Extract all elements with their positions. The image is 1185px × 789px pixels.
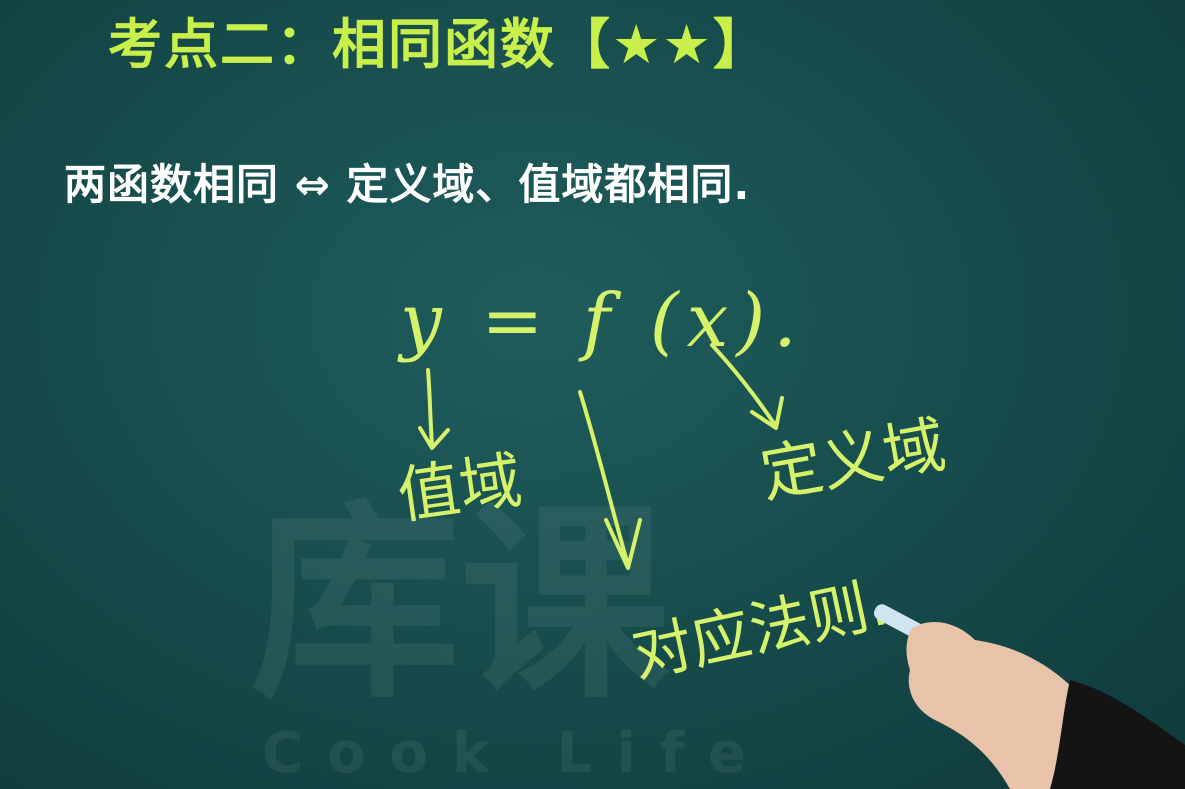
slide-statement: 两函数相同 ⇔ 定义域、值域都相同. (64, 160, 751, 209)
slide-title: 考点二：相同函数【★★】 (108, 13, 769, 76)
range-label: 值域 (393, 443, 526, 533)
hand (906, 621, 1095, 789)
arrow-to-domain (710, 343, 784, 430)
sleeve (1050, 680, 1185, 789)
watermark-logo: 库课 (250, 482, 671, 727)
formula-text: y = f (x). (397, 278, 805, 364)
arrow-to-range (418, 368, 450, 450)
watermark-sub: Cook Life (262, 721, 771, 786)
arrow-to-rule (578, 390, 642, 570)
